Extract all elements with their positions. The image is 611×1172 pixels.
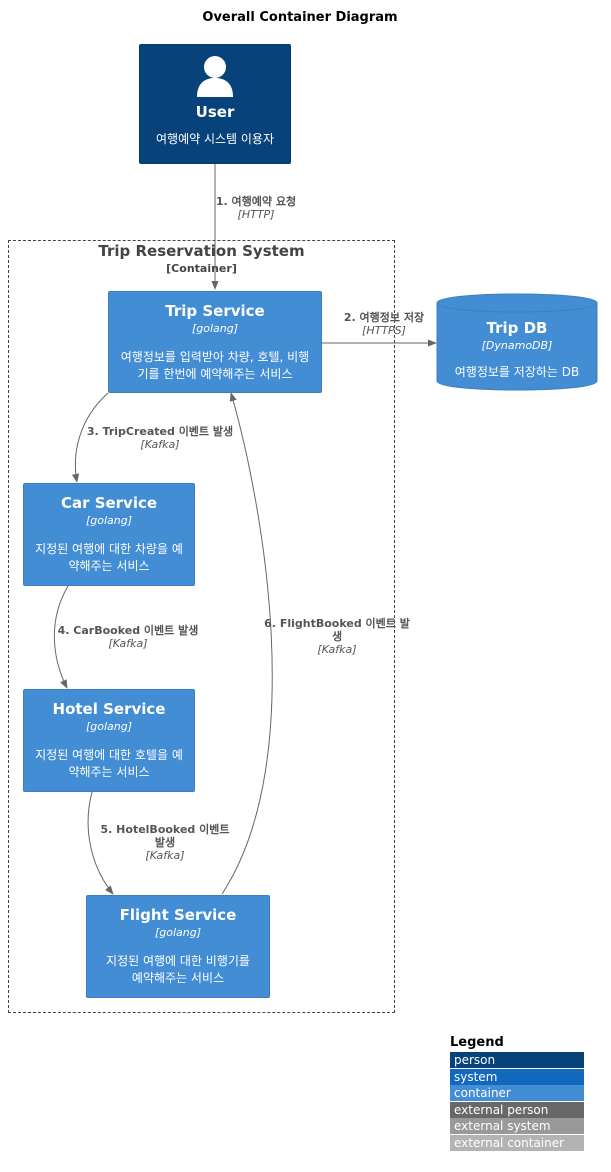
diagram-title: Overall Container Diagram [202, 10, 398, 25]
trip-db-node[interactable]: Trip DB [DynamoDB] 여행정보를 저장하는 DB [436, 293, 598, 391]
edge-2-label-text: 2. 여행정보 저장 [343, 311, 425, 324]
legend-item-system: system [450, 1068, 584, 1085]
edge-5-label-text: 5. HotelBooked 이벤트 발생 [100, 823, 230, 849]
hotel-service-desc: 지정된 여행에 대한 호텔을 예약해주는 서비스 [35, 748, 183, 779]
edge-3-line [71, 392, 109, 483]
boundary-title: Trip Reservation System [98, 242, 305, 260]
edge-5-label: 5. HotelBooked 이벤트 발생 [Kafka] [96, 823, 234, 862]
flight-service-name: Flight Service [119, 906, 237, 924]
car-service-tech: [golang] [85, 514, 133, 527]
legend-item-external-system: external system [450, 1118, 584, 1134]
trip-db-desc: 여행정보를 저장하는 DB [454, 365, 580, 379]
car-service-name: Car Service [60, 494, 158, 512]
edge-3-label-text: 3. TripCreated 이벤트 발생 [86, 425, 234, 438]
edge-1-label-tech: [HTTP] [237, 208, 275, 221]
edge-3-label-tech: [Kafka] [140, 438, 180, 451]
edge-6-label-tech: [Kafka] [317, 643, 357, 656]
flight-service-desc: 지정된 여행에 대한 비행기를 예약해주는 서비스 [106, 954, 250, 985]
flight-service-node[interactable]: Flight Service [golang] 지정된 여행에 대한 비행기를 … [86, 895, 270, 998]
trip-service-name: Trip Service [165, 302, 265, 320]
legend-item-person: person [450, 1052, 584, 1068]
hotel-service-name: Hotel Service [52, 700, 166, 718]
edge-4-line [53, 585, 69, 689]
edge-4-label-text: 4. CarBooked 이벤트 발생 [57, 624, 199, 637]
legend-item-external-container: external container [450, 1134, 584, 1151]
legend-title: Legend [450, 1035, 504, 1050]
trip-service-tech: [golang] [191, 322, 239, 335]
trip-db-cylinder-shape [436, 293, 598, 391]
edge-5-label-tech: [Kafka] [145, 849, 185, 862]
trip-service-node[interactable]: Trip Service [golang] 여행정보를 입력받아 차량, 호텔,… [108, 291, 322, 393]
user-name: User [195, 103, 235, 121]
legend-item-container: container [450, 1085, 584, 1101]
car-service-desc: 지정된 여행에 대한 차량을 예약해주는 서비스 [35, 542, 183, 573]
hotel-service-tech: [golang] [85, 720, 133, 733]
trip-service-desc: 여행정보를 입력받아 차량, 호텔, 비행기를 한번에 예약해주는 서비스 [120, 350, 310, 381]
user-desc: 여행예약 시스템 이용자 [155, 132, 275, 146]
car-service-node[interactable]: Car Service [golang] 지정된 여행에 대한 차량을 예약해주… [23, 483, 195, 586]
edge-6-label-text: 6. FlightBooked 이벤트 발생 [264, 617, 410, 643]
edge-6-label: 6. FlightBooked 이벤트 발생 [Kafka] [264, 617, 410, 656]
edge-1-label-text: 1. 여행예약 요청 [215, 195, 297, 208]
hotel-service-node[interactable]: Hotel Service [golang] 지정된 여행에 대한 호텔을 예약… [23, 689, 195, 792]
system-boundary [8, 240, 395, 1013]
person-icon [197, 56, 233, 97]
boundary-subtitle: [Container] [166, 262, 237, 275]
legend-item-external-person: external person [450, 1101, 584, 1118]
edge-4-label-tech: [Kafka] [108, 637, 148, 650]
edge-3-label: 3. TripCreated 이벤트 발생 [Kafka] [82, 425, 238, 451]
edge-1-label: 1. 여행예약 요청 [HTTP] [206, 195, 306, 221]
edge-4-label: 4. CarBooked 이벤트 발생 [Kafka] [52, 624, 204, 650]
edge-5-line [87, 791, 114, 895]
edge-2-label-tech: [HTTPS] [362, 324, 406, 337]
edge-6-line [221, 392, 273, 895]
edge-2-label: 2. 여행정보 저장 [HTTPS] [334, 311, 434, 337]
flight-service-tech: [golang] [154, 926, 202, 939]
trip-db-name: Trip DB [486, 319, 548, 337]
user-node[interactable]: User 여행예약 시스템 이용자 [139, 44, 291, 164]
trip-db-tech: [DynamoDB] [481, 339, 553, 352]
